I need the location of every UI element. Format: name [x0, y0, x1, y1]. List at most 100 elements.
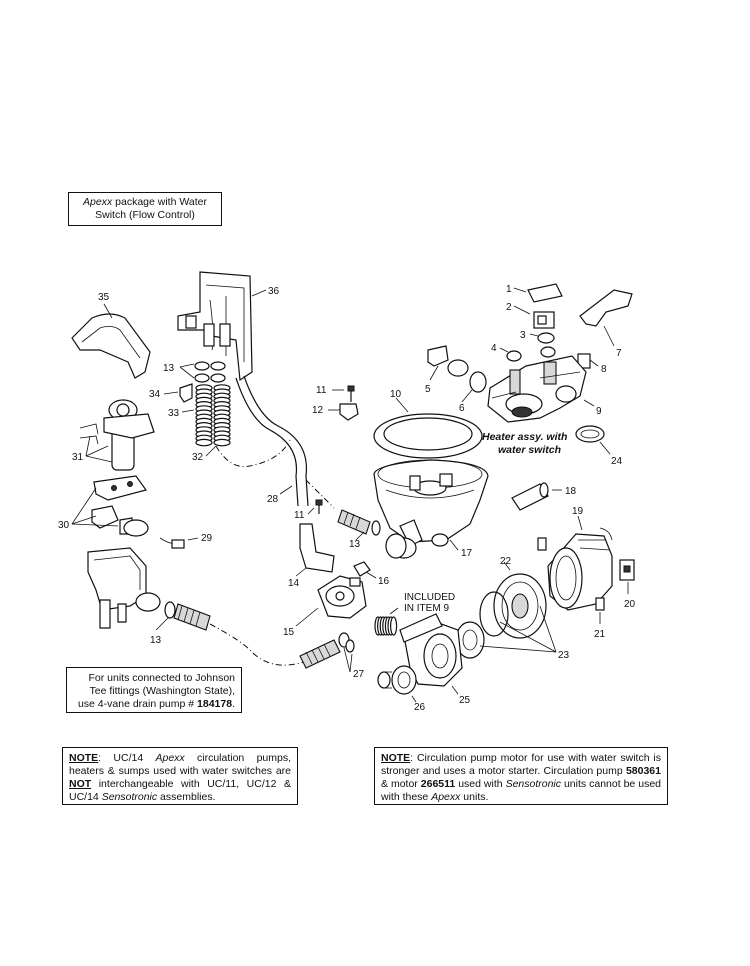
num-21: 21 — [594, 629, 606, 640]
part-31-air-gap — [79, 399, 155, 471]
part-34-clip — [179, 383, 193, 403]
part-11-screw-top — [347, 385, 355, 402]
num-32: 32 — [192, 452, 204, 463]
num-26: 26 — [414, 702, 426, 713]
heater-label-line1: Heater assy. with — [482, 431, 567, 443]
num-11-a: 11 — [316, 385, 327, 396]
part-2 — [533, 311, 555, 329]
part-drain-pump — [87, 547, 161, 629]
num-36: 36 — [268, 286, 280, 297]
spring-included — [374, 616, 398, 636]
part-7 — [579, 289, 633, 327]
num-6: 6 — [459, 403, 465, 414]
num-23: 23 — [558, 650, 570, 661]
note-left-apexx: Apexx — [155, 752, 185, 764]
num-13-b: 13 — [150, 635, 162, 646]
note-right-text4: units cannot be used with these — [381, 778, 661, 803]
part-13-washers-top — [194, 361, 226, 383]
note-left-text2: circulation pumps, heaters & sumps used … — [69, 752, 291, 777]
num-15: 15 — [283, 627, 295, 638]
part-36-vent — [177, 271, 253, 382]
part-15-pump — [317, 575, 367, 619]
num-34: 34 — [149, 389, 161, 400]
note-left-text4: assemblies. — [157, 791, 216, 803]
num-10: 10 — [390, 389, 402, 400]
johnson-line3-pre: use 4-vane drain pump # — [77, 698, 198, 710]
num-20: 20 — [624, 599, 636, 610]
num-5: 5 — [425, 384, 431, 395]
part-13-hose-left — [164, 601, 211, 631]
note-right-sensotronic: Sensotronic — [505, 778, 562, 790]
num-18: 18 — [565, 486, 577, 497]
note-left-text3: interchangeable with UC/11, UC/12 & UC/1… — [69, 778, 291, 803]
num-7: 7 — [616, 348, 622, 359]
johnson-line3-post: . — [232, 698, 235, 710]
part-13-hose-mid — [337, 509, 407, 559]
part-18 — [511, 482, 549, 511]
part-3 — [537, 332, 555, 344]
num-17: 17 — [461, 548, 473, 559]
part-30-group — [91, 475, 149, 537]
spring-coil — [195, 438, 213, 447]
num-13-c: 13 — [349, 539, 361, 550]
part-28-hose — [215, 375, 309, 507]
part-8 — [577, 353, 591, 369]
spring-coil — [213, 438, 231, 447]
part-10-gasket — [373, 413, 483, 459]
part-4 — [506, 346, 556, 362]
note-right-text1: : Circulation pump motor for use with wa… — [381, 752, 661, 777]
part-24-clamp — [575, 425, 605, 443]
spring-coil — [390, 616, 398, 636]
note-right-text2: & motor — [381, 778, 421, 790]
note-left-sensotronic: Sensotronic — [101, 791, 158, 803]
title-box: Apexx package with Water Switch (Flow Co… — [68, 192, 222, 226]
included-label-line2: IN ITEM 9 — [404, 603, 449, 614]
heater-label-line2: water switch — [498, 444, 561, 456]
part-5 — [427, 345, 469, 377]
num-25: 25 — [459, 695, 471, 706]
num-13-a: 13 — [163, 363, 175, 374]
num-29: 29 — [201, 533, 213, 544]
part-1 — [527, 283, 563, 303]
num-31: 31 — [72, 452, 84, 463]
num-12: 12 — [312, 405, 324, 416]
part-9-heater-assembly — [487, 355, 587, 423]
part-21-clips — [537, 537, 605, 611]
johnson-part-number: 184178 — [197, 698, 233, 710]
num-24: 24 — [611, 456, 623, 467]
num-30: 30 — [58, 520, 70, 531]
title-line2: Switch (Flow Control) — [95, 209, 195, 221]
part-12-bracket — [339, 403, 359, 421]
num-2: 2 — [506, 302, 512, 313]
note-right-pump-number: 580361 — [625, 765, 661, 777]
part-27-hose — [299, 632, 355, 669]
note-left: NOTE: UC/14 Apexx circulation pumps, hea… — [62, 747, 298, 805]
num-16: 16 — [378, 576, 390, 587]
part-17-sump — [373, 459, 489, 559]
num-8: 8 — [601, 364, 607, 375]
num-4: 4 — [491, 343, 497, 354]
note-right: NOTE: Circulation pump motor for use wit… — [374, 747, 668, 805]
part-19-motor — [547, 527, 613, 611]
num-3: 3 — [520, 330, 526, 341]
part-14-bracket — [299, 523, 335, 573]
num-14: 14 — [288, 578, 300, 589]
part-11-screw-lower — [315, 499, 323, 514]
num-27: 27 — [353, 669, 365, 680]
num-11-b: 11 — [294, 510, 305, 521]
num-28: 28 — [267, 494, 279, 505]
note-right-text5: units. — [460, 791, 489, 803]
included-label-line1: INCLUDED — [404, 592, 455, 603]
johnson-line2: Tee fittings (Washington State), — [89, 685, 235, 697]
num-9: 9 — [596, 406, 602, 417]
note-right-label: NOTE — [381, 752, 411, 764]
title-apexx: Apexx — [83, 196, 113, 208]
part-29-sensor — [159, 537, 185, 549]
note-left-label: NOTE — [69, 752, 99, 764]
part-22-housing — [493, 573, 547, 639]
note-right-motor-number: 266511 — [420, 778, 456, 790]
note-right-apexx: Apexx — [431, 791, 461, 803]
part-25-pump-housing — [399, 613, 463, 687]
note-left-not: NOT — [69, 778, 92, 790]
part-16-clip — [353, 561, 371, 577]
